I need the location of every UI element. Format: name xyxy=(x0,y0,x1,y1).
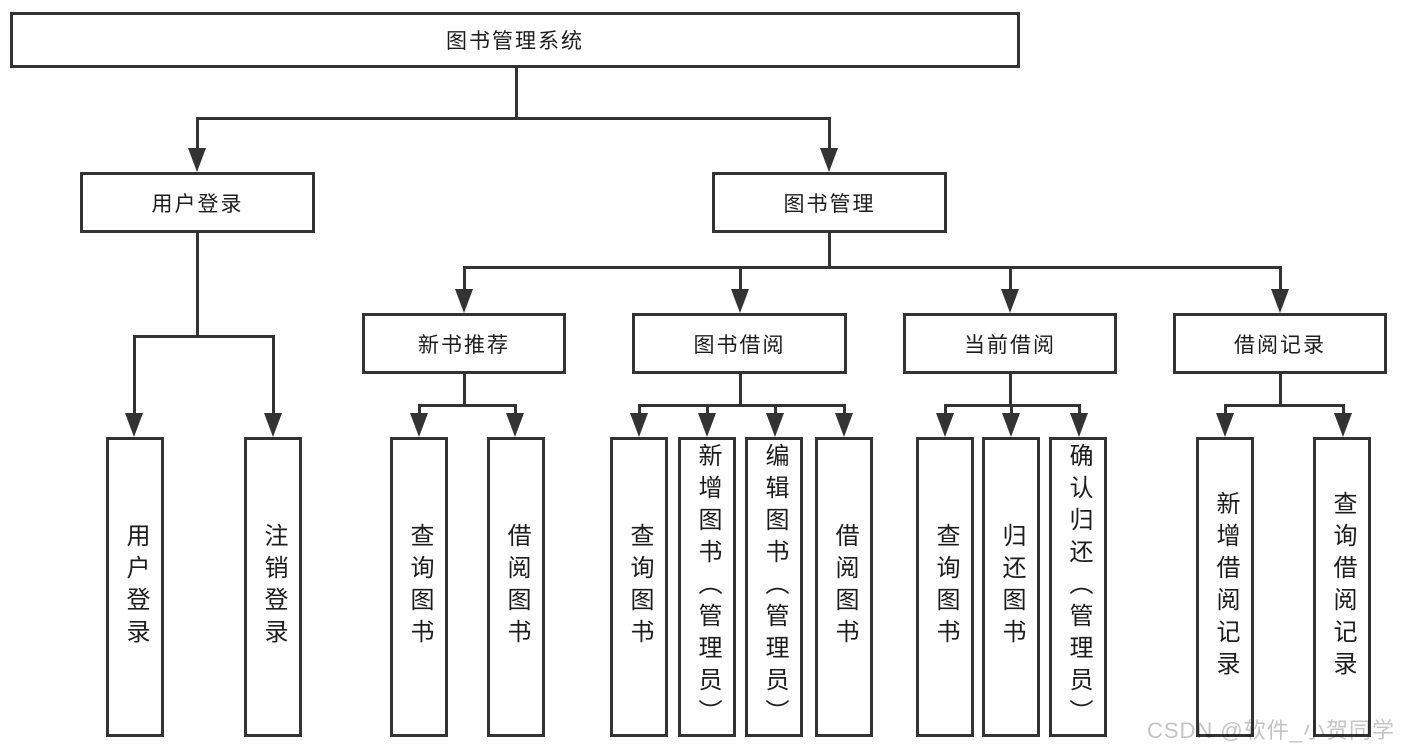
leaf-borrowing-query-books-label: 查询图书 xyxy=(626,523,653,651)
arrowhead-down xyxy=(936,413,954,437)
connector-line xyxy=(828,117,831,150)
node-new-book-recommend: 新书推荐 xyxy=(362,313,566,374)
connector-line xyxy=(133,335,275,338)
connector-line xyxy=(514,404,517,415)
connector-line xyxy=(739,266,742,291)
arrowhead-down xyxy=(1334,413,1352,437)
node-user-login-label: 用户登录 xyxy=(151,192,244,216)
arrowhead-down xyxy=(1001,289,1019,313)
leaf-records-query-record: 查询借阅记录 xyxy=(1313,437,1371,737)
node-borrowing-records-label: 借阅记录 xyxy=(1234,333,1326,357)
leaf-borrowing-edit-books-admin-label: 编辑图书（管理员） xyxy=(761,443,788,731)
arrowhead-down xyxy=(630,413,648,437)
leaf-logout-label: 注销登录 xyxy=(260,523,287,651)
connector-line xyxy=(1009,266,1012,291)
arrowhead-down xyxy=(820,148,838,172)
leaf-borrowing-borrow-books: 借阅图书 xyxy=(815,437,873,737)
connector-line xyxy=(196,117,831,120)
leaf-borrowing-borrow-books-label: 借阅图书 xyxy=(831,523,858,651)
connector-line xyxy=(463,374,466,406)
arrowhead-down xyxy=(731,289,749,313)
node-book-management-label: 图书管理 xyxy=(783,192,876,216)
watermark: CSDN @软件_小贺同学 xyxy=(1146,718,1395,743)
arrowhead-down xyxy=(698,413,716,437)
leaf-borrowing-add-books-admin-label: 新增图书（管理员） xyxy=(694,443,721,731)
connector-line xyxy=(843,404,846,415)
connector-line xyxy=(638,404,641,415)
connector-line xyxy=(1009,374,1012,406)
connector-line xyxy=(196,117,199,150)
leaf-recommend-borrow-books: 借阅图书 xyxy=(487,437,545,737)
node-new-book-recommend-label: 新书推荐 xyxy=(418,333,510,357)
arrowhead-down xyxy=(188,148,206,172)
connector-line xyxy=(774,404,777,415)
leaf-borrowing-edit-books-admin: 编辑图书（管理员） xyxy=(745,437,803,737)
arrowhead-down xyxy=(455,289,473,313)
leaf-records-add-record: 新增借阅记录 xyxy=(1196,437,1254,737)
connector-line xyxy=(418,404,517,407)
leaf-current-query-books: 查询图书 xyxy=(916,437,974,737)
arrowhead-down xyxy=(125,413,143,437)
node-book-borrowing-label: 图书借阅 xyxy=(693,333,786,357)
leaf-borrowing-add-books-admin: 新增图书（管理员） xyxy=(678,437,736,737)
connector-line xyxy=(1224,404,1345,407)
leaf-user-login: 用户登录 xyxy=(106,437,164,737)
connector-line xyxy=(739,374,742,406)
connector-line xyxy=(515,68,518,118)
connector-line xyxy=(706,404,709,415)
leaf-borrowing-query-books: 查询图书 xyxy=(610,437,668,737)
leaf-records-query-record-label: 查询借阅记录 xyxy=(1329,491,1356,683)
node-current-borrowing: 当前借阅 xyxy=(903,313,1117,374)
connector-line xyxy=(1342,404,1345,415)
arrowhead-down xyxy=(766,413,784,437)
arrowhead-down xyxy=(835,413,853,437)
arrowhead-down xyxy=(1271,289,1289,313)
connector-line xyxy=(196,233,199,336)
arrowhead-down xyxy=(1002,413,1020,437)
node-borrowing-records: 借阅记录 xyxy=(1173,313,1387,374)
connector-line xyxy=(1078,404,1081,415)
leaf-current-confirm-return-admin: 确认归还（管理员） xyxy=(1049,437,1107,737)
node-root-label: 图书管理系统 xyxy=(446,30,584,53)
leaf-user-login-label: 用户登录 xyxy=(122,523,149,651)
leaf-logout: 注销登录 xyxy=(244,437,302,737)
connector-line xyxy=(463,266,1282,269)
leaf-current-return-books: 归还图书 xyxy=(982,437,1040,737)
leaf-current-return-books-label: 归还图书 xyxy=(998,523,1025,651)
connector-line xyxy=(638,404,846,407)
node-root: 图书管理系统 xyxy=(10,12,1020,68)
node-user-login: 用户登录 xyxy=(80,172,315,233)
leaf-current-query-books-label: 查询图书 xyxy=(932,523,959,651)
connector-line xyxy=(1010,404,1013,415)
leaf-recommend-query-books: 查询图书 xyxy=(390,437,448,737)
connector-line xyxy=(272,335,275,415)
arrowhead-down xyxy=(1216,413,1234,437)
connector-line xyxy=(418,404,421,415)
arrowhead-down xyxy=(506,413,524,437)
leaf-current-confirm-return-admin-label: 确认归还（管理员） xyxy=(1065,443,1092,731)
node-book-management: 图书管理 xyxy=(712,172,947,233)
connector-line xyxy=(463,266,466,291)
node-current-borrowing-label: 当前借阅 xyxy=(964,333,1056,357)
connector-line xyxy=(944,404,947,415)
connector-line xyxy=(1279,374,1282,406)
leaf-recommend-borrow-books-label: 借阅图书 xyxy=(503,523,530,651)
connector-line xyxy=(828,233,831,269)
connector-line xyxy=(1224,404,1227,415)
node-book-borrowing: 图书借阅 xyxy=(632,313,847,374)
leaf-records-add-record-label: 新增借阅记录 xyxy=(1212,491,1239,683)
connector-line xyxy=(133,335,136,415)
arrowhead-down xyxy=(410,413,428,437)
arrowhead-down xyxy=(264,413,282,437)
leaf-recommend-query-books-label: 查询图书 xyxy=(406,523,433,651)
connector-line xyxy=(1279,266,1282,291)
arrowhead-down xyxy=(1070,413,1088,437)
